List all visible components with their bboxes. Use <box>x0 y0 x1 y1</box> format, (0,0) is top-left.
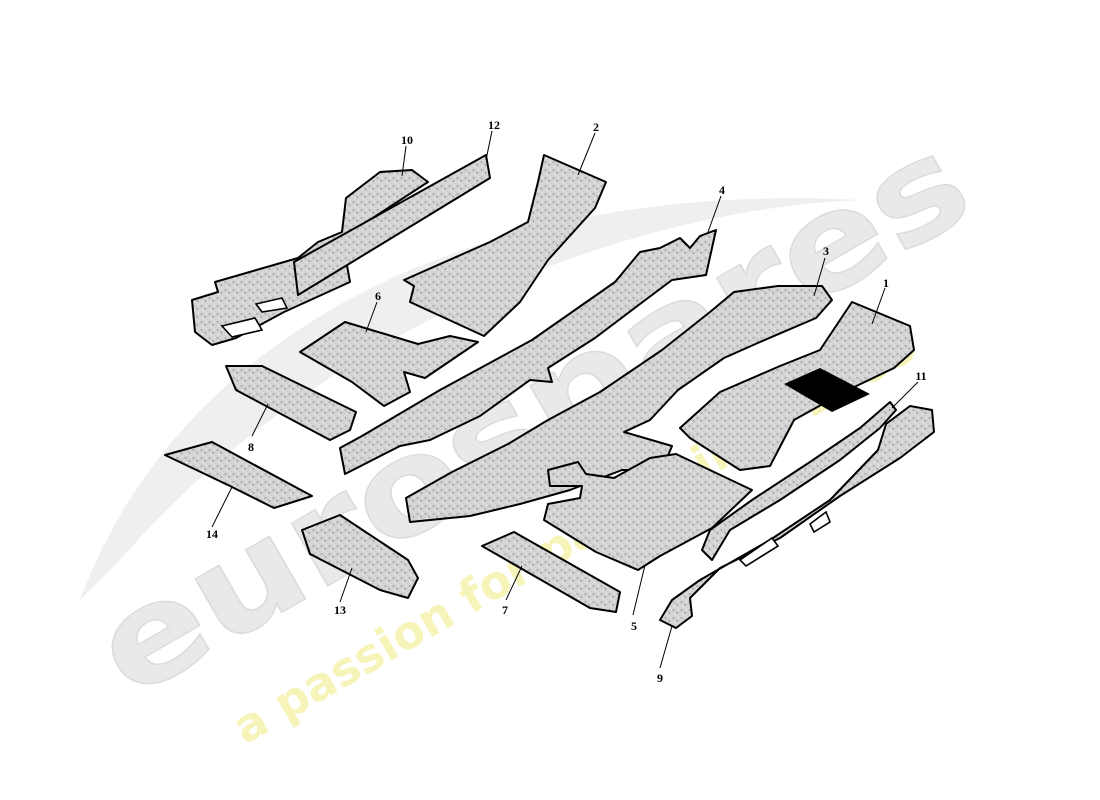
carpet-part-5 <box>543 453 753 571</box>
carpet-part-6 <box>299 321 479 407</box>
carpet-part-8 <box>225 365 357 441</box>
callout-10: 10 <box>401 133 413 147</box>
leader-7 <box>505 565 523 601</box>
carpet-part-9 <box>659 405 935 629</box>
carpet-part-14 <box>164 441 313 509</box>
callout-14: 14 <box>206 527 218 541</box>
leader-8 <box>251 403 269 437</box>
callout-9: 9 <box>657 671 663 685</box>
leader-11 <box>891 381 919 409</box>
callout-12: 12 <box>488 118 500 132</box>
leader-2 <box>577 132 596 176</box>
carpet-part-12 <box>293 154 491 296</box>
callout-1: 1 <box>883 276 889 290</box>
leader-9 <box>659 625 673 669</box>
leader-4 <box>707 195 722 233</box>
carpet-part-7 <box>481 531 621 613</box>
black-patch <box>784 368 870 412</box>
leader-12 <box>485 130 493 161</box>
leader-10 <box>401 145 407 177</box>
leader-14 <box>211 486 233 528</box>
callout-7: 7 <box>502 603 508 617</box>
leader-lines <box>211 130 919 669</box>
leader-3 <box>813 257 826 297</box>
carpet-part-2 <box>403 154 607 337</box>
callout-8: 8 <box>248 440 254 454</box>
carpet-part-1 <box>679 301 915 471</box>
leader-6 <box>365 301 378 333</box>
callout-6: 6 <box>375 289 381 303</box>
carpet-part-3 <box>405 285 833 523</box>
carpet-part-13 <box>301 514 419 599</box>
callout-4: 4 <box>719 183 725 197</box>
callout-5: 5 <box>631 619 637 633</box>
carpet-part-4 <box>339 229 717 475</box>
leader-1 <box>871 287 886 325</box>
leader-5 <box>632 564 646 616</box>
callout-3: 3 <box>823 244 829 258</box>
callout-13: 13 <box>334 603 346 617</box>
callout-2: 2 <box>593 120 599 134</box>
callout-11: 11 <box>915 369 926 383</box>
carpet-part-11 <box>701 401 897 561</box>
callout-labels: 1 2 3 4 5 6 7 8 9 10 11 12 13 14 <box>206 118 927 685</box>
leader-13 <box>339 567 353 603</box>
